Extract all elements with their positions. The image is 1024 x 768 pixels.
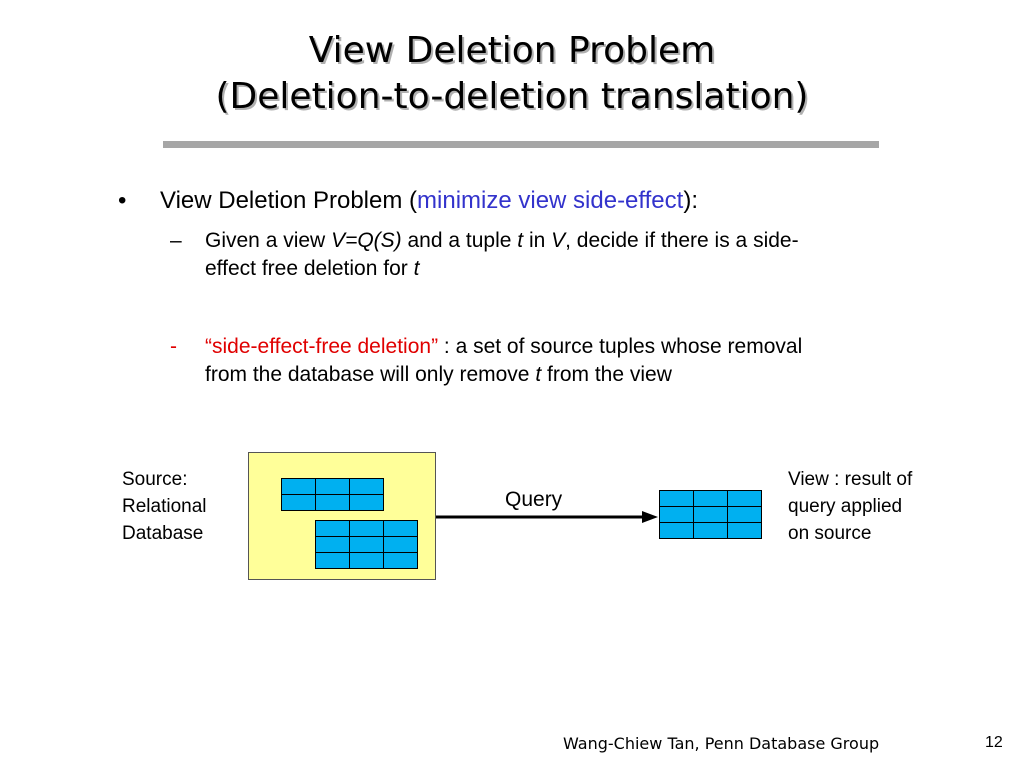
table-cell — [659, 506, 694, 523]
text-decide: , decide if there is a side- — [565, 229, 799, 252]
view-label-line-1: View : result of — [788, 469, 913, 490]
view-label-line-2: query applied — [788, 496, 903, 517]
bullet-text-start: View Deletion Problem ( — [160, 187, 418, 214]
sub-bullet-line-2: effect free deletion for t — [205, 255, 945, 283]
table-cell — [315, 494, 350, 511]
table-cell — [281, 494, 316, 511]
text-in: in — [523, 229, 552, 252]
source-label-line-1: Source: — [122, 469, 188, 490]
table-cell — [727, 490, 762, 507]
bullet-text: View Deletion Problem (minimize view sid… — [160, 186, 698, 216]
sub-bullet-2-line-2: from the database will only remove t fro… — [205, 361, 945, 389]
table-row — [659, 522, 762, 539]
table-cell — [693, 506, 728, 523]
arrow-head — [642, 511, 658, 523]
sub-bullet-text: Given a view V=Q(S) and a tuple t in V, … — [205, 227, 945, 283]
table-row — [281, 494, 384, 511]
table-row — [281, 478, 384, 495]
table-cell — [315, 520, 350, 537]
text-from-view: from the view — [541, 363, 672, 386]
table-row — [659, 506, 762, 523]
bullet-marker: • — [118, 187, 127, 214]
text-effect-free: effect free deletion for — [205, 257, 414, 280]
source-label-line-2: Relational — [122, 496, 207, 517]
text-view-definition: V=Q(S) — [331, 229, 402, 252]
text-tuple-t: t — [517, 229, 524, 252]
query-arrow — [436, 511, 658, 523]
table-cell — [659, 490, 694, 507]
table-cell — [349, 552, 384, 569]
text-from-database: from the database will only remove — [205, 363, 536, 386]
slide-title: View Deletion Problem (Deletion-to-delet… — [0, 28, 1024, 120]
table-cell — [727, 522, 762, 539]
source-label-line-3: Database — [122, 523, 204, 544]
table-row — [315, 536, 418, 553]
sub-bullet-marker-red: - — [170, 335, 177, 358]
footer-credit: Wang-Chiew Tan, Penn Database Group — [563, 734, 880, 753]
text-and-a-tuple: and a tuple — [401, 229, 518, 252]
source-table-2 — [315, 520, 418, 569]
table-row — [659, 490, 762, 507]
table-cell — [315, 552, 350, 569]
table-cell — [383, 520, 418, 537]
text-tuple-t-end: t — [413, 257, 420, 280]
page-number: 12 — [985, 734, 1003, 751]
title-line-1: View Deletion Problem — [308, 30, 716, 71]
table-cell — [281, 478, 316, 495]
sub-bullet-line-1: Given a view V=Q(S) and a tuple t in V, … — [205, 227, 945, 255]
title-line-2: (Deletion-to-deletion translation) — [215, 76, 809, 117]
view-label-line-3: on source — [788, 523, 872, 544]
term-side-effect-free-deletion: “side-effect-free deletion” — [205, 335, 439, 358]
table-cell — [383, 552, 418, 569]
table-cell — [315, 478, 350, 495]
bullet-text-end: ): — [683, 187, 698, 214]
table-cell — [315, 536, 350, 553]
table-cell — [349, 536, 384, 553]
bullet-highlight: minimize view side-effect — [417, 187, 684, 214]
table-cell — [383, 536, 418, 553]
source-table-1 — [281, 478, 384, 511]
query-label: Query — [505, 488, 563, 511]
text-given-view: Given a view — [205, 229, 332, 252]
text-definition: : a set of source tuples whose removal — [438, 335, 803, 358]
sub-bullet-text-2: “side-effect-free deletion” : a set of s… — [205, 333, 945, 389]
table-row — [315, 520, 418, 537]
text-view-v: V — [551, 229, 566, 252]
sub-bullet-marker: – — [170, 229, 182, 252]
title-underline — [163, 141, 879, 148]
view-label: View : result of query applied on source — [788, 466, 912, 547]
sub-bullet-2-line-1: “side-effect-free deletion” : a set of s… — [205, 333, 945, 361]
table-cell — [349, 520, 384, 537]
table-cell — [659, 522, 694, 539]
table-row — [315, 552, 418, 569]
table-cell — [693, 490, 728, 507]
table-cell — [727, 506, 762, 523]
text-tuple-t-remove: t — [535, 363, 542, 386]
table-cell — [349, 494, 384, 511]
source-label: Source: Relational Database — [122, 466, 207, 547]
view-table — [659, 490, 762, 539]
table-cell — [693, 522, 728, 539]
table-cell — [349, 478, 384, 495]
